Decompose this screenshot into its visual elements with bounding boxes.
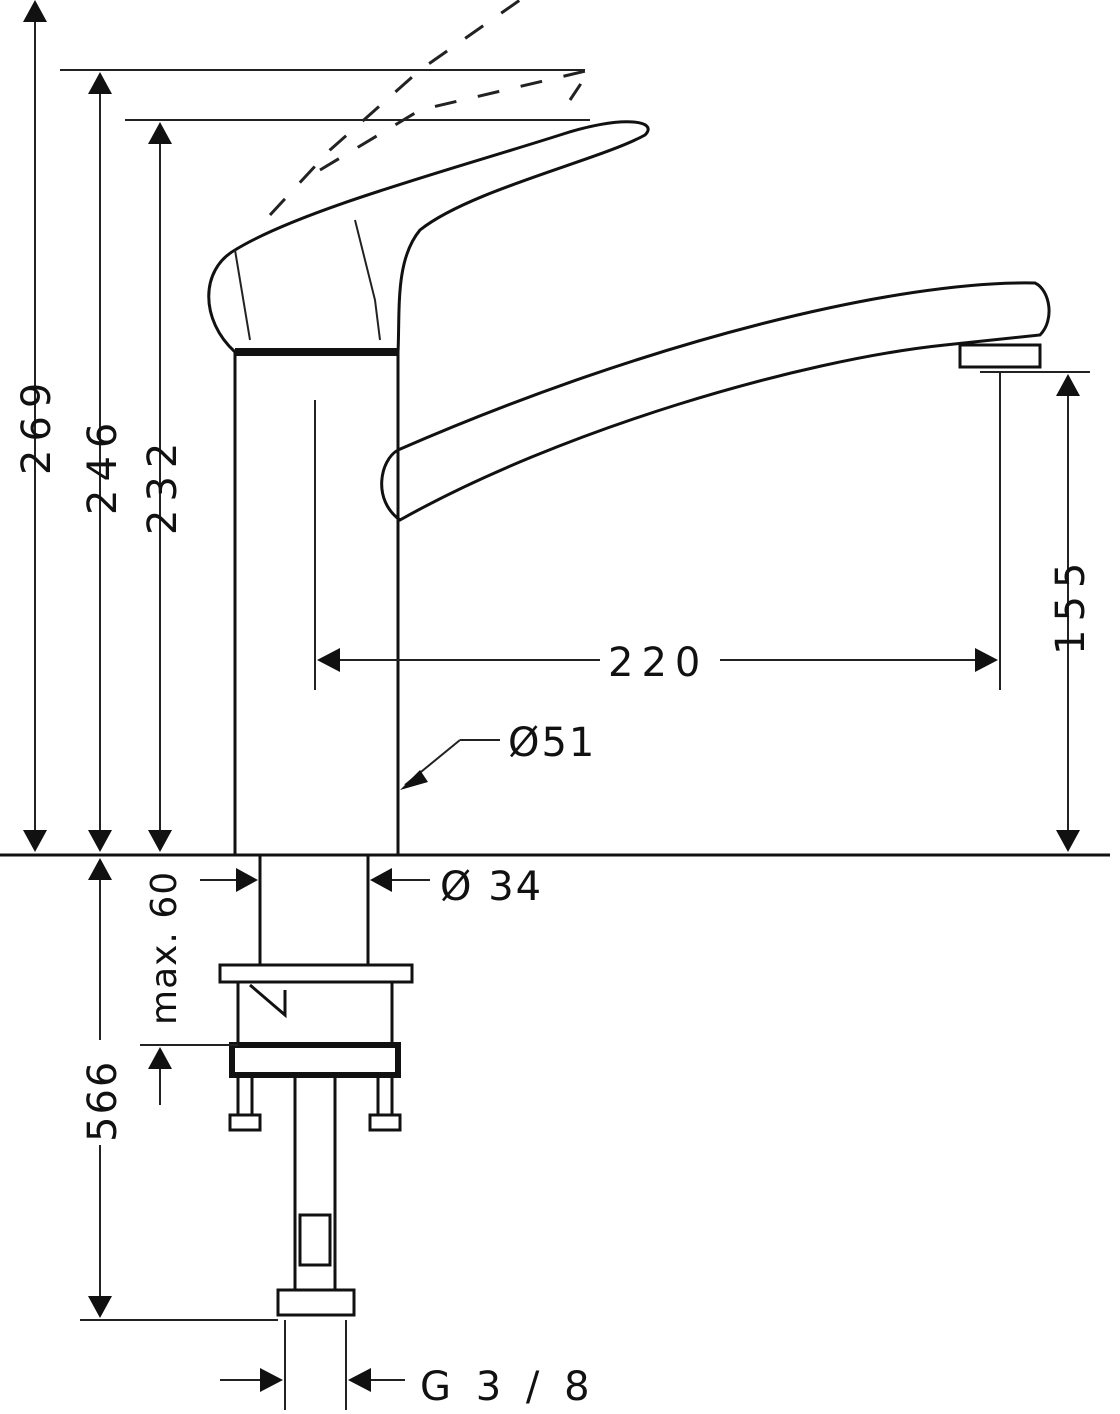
lever-detail: [234, 219, 381, 341]
dimension-lines: [23, 0, 1090, 1410]
label-spout-height: 155: [1048, 555, 1094, 655]
nut-detail: [249, 983, 287, 1019]
label-shank-diameter: Ø 34: [440, 864, 543, 910]
shank: [258, 853, 370, 967]
label-hose-length: 566: [80, 1060, 126, 1142]
label-max-thickness: max. 60: [144, 871, 185, 1025]
label-lever-height: 246: [80, 415, 126, 515]
stud-nut-left: [228, 1113, 262, 1132]
spout: [380, 281, 1051, 522]
stud-nut-right: [368, 1113, 402, 1132]
lever-handle: [207, 120, 650, 354]
mounting-nut: [236, 980, 394, 1047]
label-total-height: 269: [14, 375, 60, 475]
threaded-ring: [229, 1042, 401, 1078]
label-spout-reach: 220: [608, 640, 708, 686]
faucet-drawing: [0, 0, 1110, 1317]
lever-motion-dashes: [268, 0, 594, 217]
hose-fitting: [276, 1288, 356, 1317]
mounting-plate: [218, 963, 414, 984]
label-body-diameter: Ø51: [508, 720, 596, 766]
label-connection: G 3 / 8: [420, 1364, 596, 1410]
label-body-height: 232: [140, 435, 186, 535]
stud-right: [376, 1073, 394, 1117]
dimension-labels: 269 246 232 155 220 Ø51 Ø 34 max. 60 566…: [14, 375, 1094, 1410]
hose-crimp: [298, 1213, 332, 1267]
aerator: [958, 343, 1042, 369]
stud-left: [236, 1073, 254, 1117]
faucet-body: [233, 350, 400, 857]
